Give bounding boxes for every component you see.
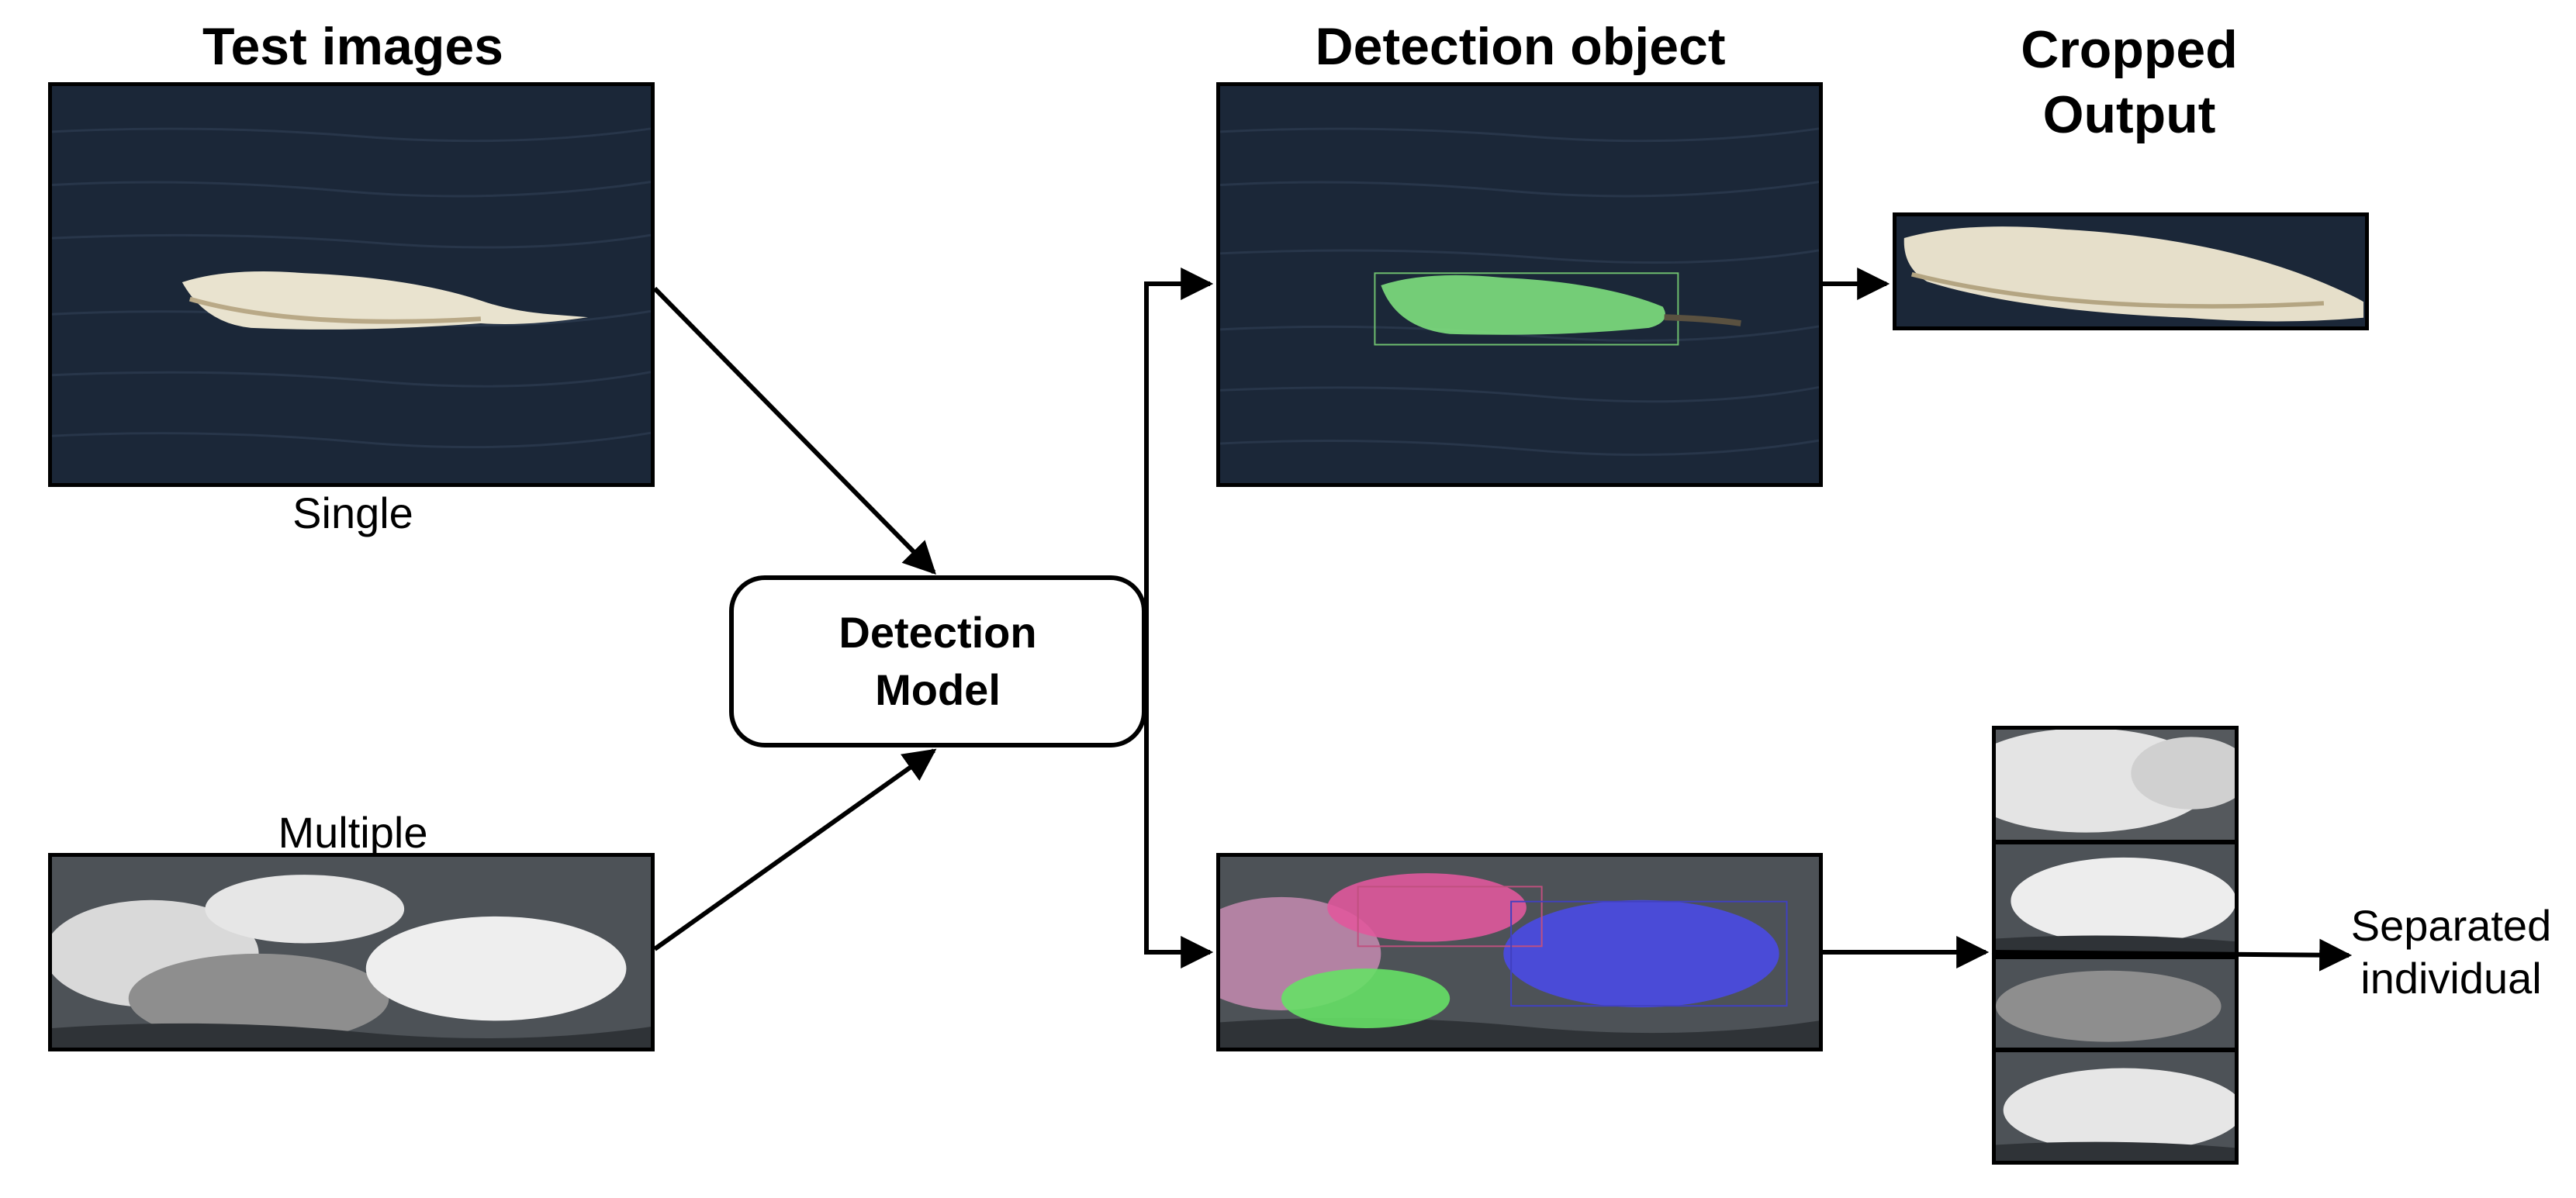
header-cropped-output: Cropped Output <box>2021 20 2238 144</box>
header-test-images: Test images <box>202 17 503 76</box>
header-detection-object: Detection object <box>1315 17 1726 76</box>
detection-model-box: Detection Model <box>729 575 1146 747</box>
caption-multiple: Multiple <box>278 808 428 857</box>
detection-multiple-image <box>1216 853 1823 1051</box>
arrow-single-to-model <box>652 286 936 575</box>
caption-separated-individual: Separated individual <box>2350 901 2552 1003</box>
cropped-individual-2 <box>1992 841 2239 958</box>
caption-single: Single <box>292 489 413 537</box>
single-test-image <box>48 82 655 487</box>
cropped-individual-4 <box>1992 1048 2239 1165</box>
arrow-model-to-detection-multiple <box>1144 574 1214 968</box>
arrow-multiple-to-model <box>653 748 937 951</box>
cropped-individual-1 <box>1992 726 2239 844</box>
detection-single-image <box>1216 82 1823 487</box>
detection-model-label: Detection Model <box>838 608 1037 714</box>
arrow-model-to-detection-single <box>1144 268 1214 574</box>
cropped-single-output <box>1893 212 2369 330</box>
arrow-crops-to-separated <box>1991 938 2353 972</box>
multiple-test-image <box>48 853 655 1051</box>
